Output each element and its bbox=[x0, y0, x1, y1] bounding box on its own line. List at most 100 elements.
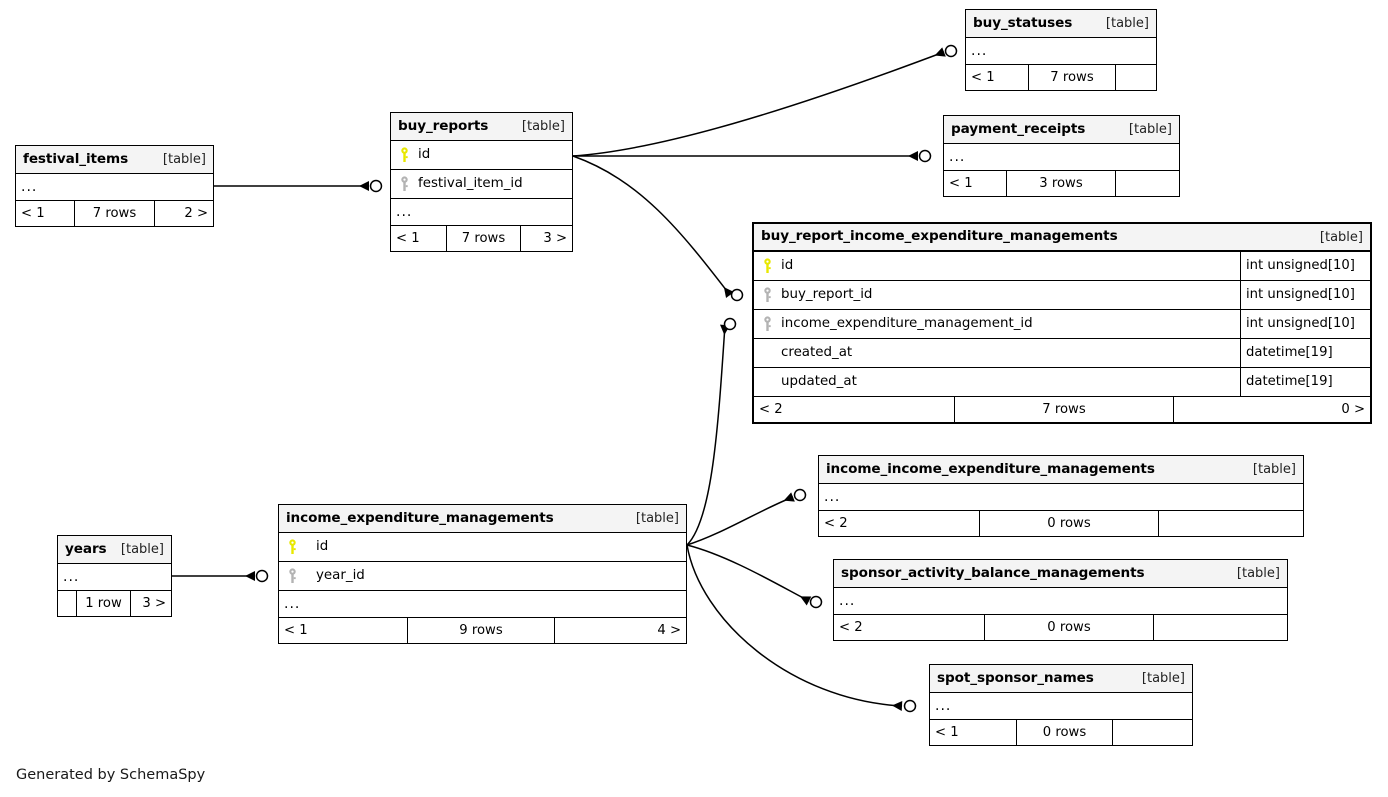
column-type: datetime[19] bbox=[1240, 339, 1370, 367]
table-header: spot_sponsor_names [table] bbox=[930, 665, 1192, 693]
footer-parents-count: < 1 bbox=[971, 69, 995, 85]
table-footer: < 1 0 rows bbox=[930, 720, 1192, 745]
table-type-tag: [table] bbox=[1252, 462, 1296, 477]
column-type: datetime[19] bbox=[1240, 368, 1370, 396]
table-income-expenditure-managements[interactable]: income_expenditure_managements [table] i… bbox=[278, 504, 687, 644]
table-header: sponsor_activity_balance_managements [ta… bbox=[834, 560, 1287, 588]
column-label: updated_at bbox=[781, 374, 857, 390]
column-row[interactable]: created_at datetime[19] bbox=[754, 339, 1370, 368]
table-title: buy_reports bbox=[398, 117, 489, 134]
column-row[interactable]: id int unsigned[10] bbox=[754, 252, 1370, 281]
edge-buy-reports-to-buy-statuses bbox=[572, 44, 958, 157]
columns-ellipsis: ... bbox=[819, 484, 1303, 511]
table-title: income_income_expenditure_managements bbox=[826, 460, 1155, 477]
footer-children-count: 0 > bbox=[1341, 401, 1365, 417]
column-name-cell: updated_at bbox=[754, 374, 1240, 390]
table-title: years bbox=[65, 540, 107, 557]
foreign-key-icon bbox=[764, 316, 771, 331]
columns-ellipsis: ... bbox=[391, 199, 572, 226]
primary-key-icon bbox=[289, 539, 296, 554]
edge-iem-to-bridge-table bbox=[686, 317, 737, 546]
footer-parents-count: < 1 bbox=[396, 230, 420, 246]
table-header: payment_receipts [table] bbox=[944, 116, 1179, 144]
no-key-spacer bbox=[762, 374, 773, 390]
table-type-tag: [table] bbox=[1319, 229, 1363, 245]
footer-row-count: 3 rows bbox=[1006, 171, 1116, 196]
table-payment-receipts[interactable]: payment_receipts [table] ... < 1 3 rows bbox=[943, 115, 1180, 197]
table-title: buy_statuses bbox=[973, 14, 1073, 31]
table-income-income-expenditure-managements[interactable]: income_income_expenditure_managements [t… bbox=[818, 455, 1304, 537]
edge-years-to-iem bbox=[172, 569, 269, 583]
column-type: int unsigned[10] bbox=[1240, 281, 1370, 309]
column-row[interactable]: festival_item_id bbox=[391, 170, 572, 199]
footer-parents-count: < 1 bbox=[21, 205, 45, 221]
table-spot-sponsor-names[interactable]: spot_sponsor_names [table] ... < 1 0 row… bbox=[929, 664, 1193, 746]
columns-ellipsis: ... bbox=[834, 588, 1287, 615]
footer-children-count bbox=[1116, 171, 1179, 196]
table-festival-items[interactable]: festival_items [table] ... < 1 7 rows 2 … bbox=[15, 145, 214, 227]
footer-parents-count: < 2 bbox=[759, 401, 783, 417]
footer-children-count: 4 > bbox=[657, 622, 681, 638]
columns-ellipsis: ... bbox=[58, 564, 171, 591]
table-buy-reports[interactable]: buy_reports [table] id bbox=[390, 112, 573, 252]
footer-children-count: 2 > bbox=[184, 205, 208, 221]
column-row[interactable]: year_id bbox=[279, 562, 686, 591]
footer-parents-count: < 1 bbox=[284, 622, 308, 638]
column-row[interactable]: id bbox=[391, 141, 572, 170]
table-type-tag: [table] bbox=[120, 542, 164, 557]
columns-ellipsis: ... bbox=[16, 174, 213, 201]
column-label: income_expenditure_management_id bbox=[781, 316, 1033, 332]
table-sponsor-activity-balance-managements[interactable]: sponsor_activity_balance_managements [ta… bbox=[833, 559, 1288, 641]
edge-iem-to-sponsor-activity-balance-managements bbox=[686, 544, 823, 609]
column-label: id bbox=[781, 258, 794, 274]
column-label: created_at bbox=[781, 345, 853, 361]
edge-buy-reports-to-bridge-table bbox=[572, 155, 744, 302]
column-row[interactable]: id bbox=[279, 533, 686, 562]
columns-ellipsis: ... bbox=[279, 591, 686, 618]
column-name-cell: created_at bbox=[754, 345, 1240, 361]
footer-row-count: 0 rows bbox=[1016, 720, 1113, 745]
edge-buy-reports-to-payment-receipts bbox=[573, 149, 932, 163]
column-name-cell: id bbox=[279, 539, 686, 555]
table-footer: < 1 9 rows 4 > bbox=[279, 618, 686, 643]
footer-parents-count bbox=[58, 591, 76, 616]
footer-children-count bbox=[1113, 720, 1192, 745]
footer-children-count: 3 > bbox=[142, 595, 166, 611]
column-row[interactable]: updated_at datetime[19] bbox=[754, 368, 1370, 397]
footer-children-count bbox=[1116, 65, 1156, 90]
table-header: income_expenditure_managements [table] bbox=[279, 505, 686, 533]
table-buy-report-income-expenditure-managements[interactable]: buy_report_income_expenditure_management… bbox=[752, 222, 1372, 424]
table-footer: < 1 7 rows bbox=[966, 65, 1156, 90]
foreign-key-icon bbox=[401, 176, 408, 191]
foreign-key-icon bbox=[289, 568, 296, 583]
table-title: sponsor_activity_balance_managements bbox=[841, 564, 1145, 581]
table-title: festival_items bbox=[23, 150, 129, 167]
footer-row-count: 7 rows bbox=[74, 201, 155, 226]
table-footer: < 2 7 rows 0 > bbox=[754, 397, 1370, 422]
column-label: festival_item_id bbox=[418, 176, 523, 192]
schemaspy-credit: Generated by SchemaSpy bbox=[16, 767, 206, 783]
table-title: buy_report_income_expenditure_management… bbox=[761, 228, 1118, 245]
footer-children-count: 3 > bbox=[543, 230, 567, 246]
column-row[interactable]: buy_report_id int unsigned[10] bbox=[754, 281, 1370, 310]
column-name-cell: festival_item_id bbox=[391, 176, 572, 192]
footer-children-count bbox=[1159, 511, 1303, 536]
column-name-cell: income_expenditure_management_id bbox=[754, 316, 1240, 332]
table-header: buy_statuses [table] bbox=[966, 10, 1156, 38]
table-footer: 1 row 3 > bbox=[58, 591, 171, 616]
table-footer: < 1 7 rows 2 > bbox=[16, 201, 213, 226]
column-label: id bbox=[316, 539, 329, 555]
table-footer: < 1 3 rows bbox=[944, 171, 1179, 196]
table-title: income_expenditure_managements bbox=[286, 509, 554, 526]
table-title: payment_receipts bbox=[951, 120, 1086, 137]
column-type: int unsigned[10] bbox=[1240, 252, 1370, 280]
primary-key-icon bbox=[401, 147, 408, 162]
footer-row-count: 7 rows bbox=[446, 226, 521, 251]
table-buy-statuses[interactable]: buy_statuses [table] ... < 1 7 rows bbox=[965, 9, 1157, 91]
column-row[interactable]: income_expenditure_management_id int uns… bbox=[754, 310, 1370, 339]
table-years[interactable]: years [table] ... 1 row 3 > bbox=[57, 535, 172, 617]
column-name-cell: id bbox=[391, 147, 572, 163]
table-header: years [table] bbox=[58, 536, 171, 564]
footer-children-count bbox=[1154, 615, 1287, 640]
